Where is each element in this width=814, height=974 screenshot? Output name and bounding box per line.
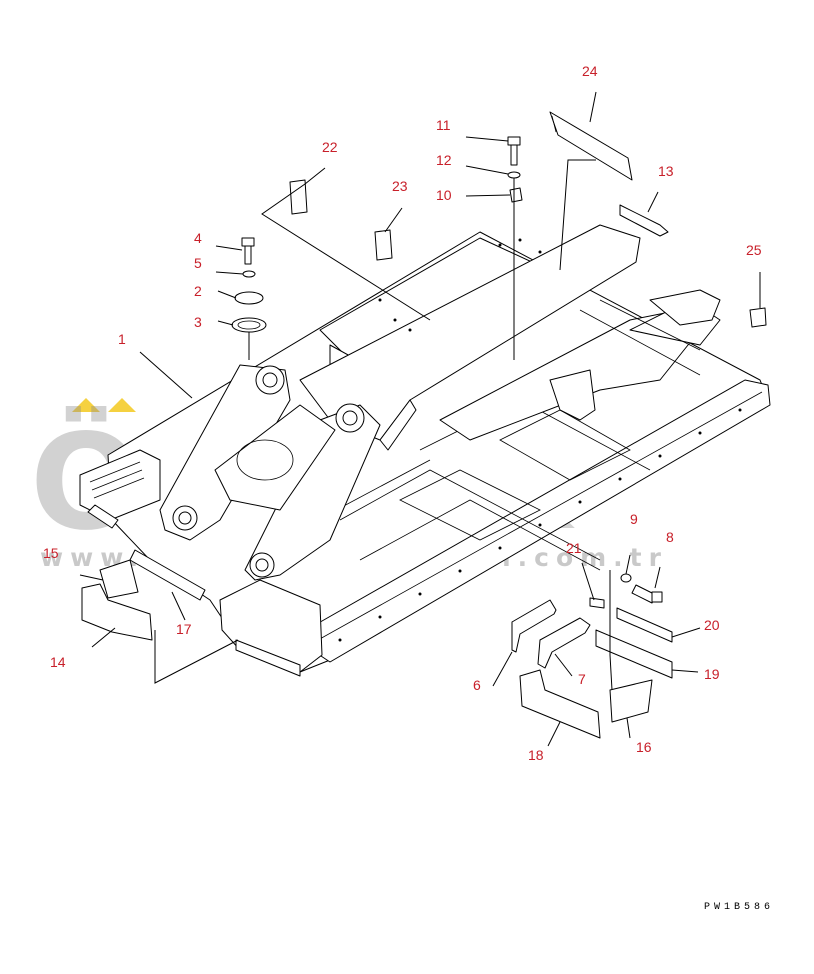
part-15-plate: [99, 559, 139, 599]
callout-11: 11: [436, 117, 451, 133]
part-16-pad: [609, 679, 653, 723]
leader-lines: [79, 91, 761, 747]
callout-10: 10: [436, 187, 452, 203]
part-20-plate: [616, 607, 673, 643]
callout-24: 24: [582, 63, 598, 79]
callout-5: 5: [194, 255, 202, 271]
callout-9: 9: [630, 511, 638, 527]
part-8-bolt: [631, 584, 663, 604]
part-23-pad: [374, 229, 393, 261]
part-14-guard: [81, 583, 153, 641]
callout-20: 20: [704, 617, 720, 633]
callout-6: 6: [473, 677, 481, 693]
callout-4: 4: [194, 230, 202, 246]
callout-18: 18: [528, 747, 544, 763]
part-11-bolt: [507, 136, 521, 166]
part-5-washer: [242, 270, 256, 278]
part-10-clip: [509, 187, 523, 203]
watermark-accent-right: [108, 398, 136, 412]
part-17-plate: [129, 549, 206, 601]
watermark-accent-left: [72, 398, 100, 412]
part-21-plate: [589, 597, 605, 609]
callout-25: 25: [746, 242, 762, 258]
part-13-block: [619, 204, 669, 237]
callout-3: 3: [194, 314, 202, 330]
callout-17: 17: [176, 621, 192, 637]
part-25-pad: [749, 307, 767, 328]
frame-boom-bracket-right: [244, 404, 381, 581]
detached-parts: [81, 111, 767, 739]
callout-22: 22: [322, 139, 338, 155]
callout-12: 12: [436, 152, 452, 168]
callout-8: 8: [666, 529, 674, 545]
part-7-bracket: [537, 617, 591, 669]
drawing-code: PW1B586: [704, 902, 774, 913]
part-4-bolt: [241, 237, 255, 265]
callout-2: 2: [194, 283, 202, 299]
callout-23: 23: [392, 178, 408, 194]
callouts: 1 2 3 4 5 6 7 8 9 10 11 12 13 14 15 16 1…: [43, 63, 762, 763]
part-19-plate: [595, 629, 673, 679]
callout-7: 7: [578, 671, 586, 687]
part-9-washer: [620, 573, 632, 583]
part-2-cap: [234, 291, 264, 305]
callout-13: 13: [658, 163, 674, 179]
callout-14: 14: [50, 654, 66, 670]
callout-15: 15: [43, 545, 59, 561]
part-12-washer: [507, 171, 521, 179]
part-18-cover: [519, 669, 601, 739]
part-3-ring: [231, 317, 267, 333]
frame-step-box: [79, 449, 161, 521]
callout-1: 1: [118, 331, 126, 347]
main-frame: [79, 224, 771, 677]
callout-19: 19: [704, 666, 720, 682]
callout-16: 16: [636, 739, 652, 755]
part-6-bracket: [511, 599, 557, 653]
callout-21: 21: [566, 540, 582, 556]
part-22-pad: [289, 179, 308, 215]
part-24-cover: [549, 111, 633, 181]
